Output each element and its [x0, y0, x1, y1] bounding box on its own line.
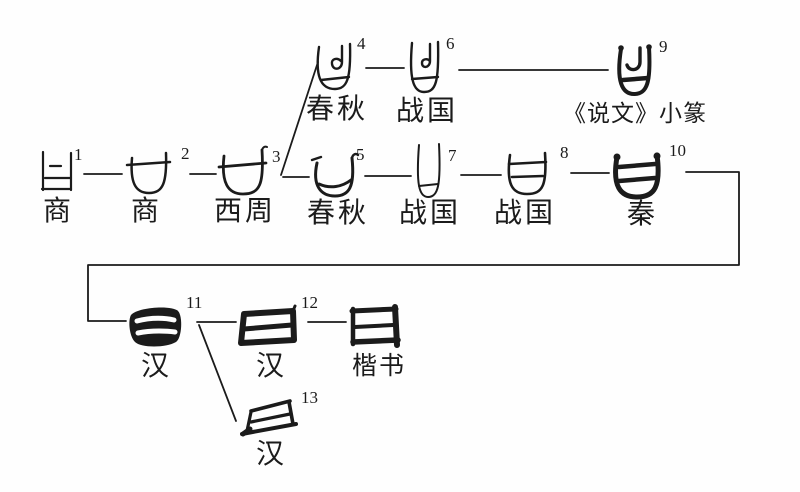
period-label-han-13: 汉 [255, 439, 285, 470]
glyph-number-1: 1 [74, 145, 83, 164]
period-label-xizhou: 西周 [213, 196, 277, 227]
period-label-zhanguo-7: 战国 [398, 198, 462, 229]
glyph-number-3: 3 [272, 147, 281, 166]
connector-11-13-diagonal [198, 324, 237, 422]
glyph-number-5: 5 [356, 145, 365, 164]
glyph-4-chunqiu [316, 42, 352, 91]
connector-lines [83, 61, 740, 422]
period-label-han-11: 汉 [140, 351, 170, 382]
glyph-5-chunqiu [310, 152, 360, 198]
glyph-9-xiaozhuan [617, 44, 652, 96]
period-label-chunqiu-5: 春秋 [306, 198, 370, 229]
glyph-1-shang [40, 150, 73, 192]
glyph-number-12: 12 [301, 293, 318, 312]
period-label-zhanguo-8: 战国 [493, 198, 557, 229]
glyph-10-qin [613, 152, 661, 200]
glyph-8-zhanguo [507, 151, 548, 196]
glyph-12-han [238, 304, 297, 346]
glyph-number-6: 6 [446, 34, 455, 53]
glyph-11-han [129, 307, 182, 347]
period-label-chunqiu-4: 春秋 [305, 94, 369, 125]
period-label-qin: 秦 [626, 199, 656, 230]
period-label-shang-2: 商 [130, 196, 160, 227]
glyph-number-7: 7 [448, 146, 457, 165]
period-label-zhanguo-6: 战国 [395, 96, 459, 127]
glyph-13-han [240, 399, 298, 437]
glyph-number-10: 10 [669, 141, 686, 160]
period-label-shuowen-xiaozhuan: 《说文》小篆 [563, 101, 707, 126]
period-label-kaishu: 楷书 [351, 353, 407, 380]
glyph-number-11: 11 [186, 293, 203, 312]
glyph-number-13: 13 [301, 388, 318, 407]
period-label-shang-1: 商 [42, 196, 72, 227]
connector-10-11-routed [87, 171, 740, 322]
connector-3-4-diagonal [280, 61, 319, 176]
glyph-3-xizhou [217, 145, 268, 196]
glyph-6-zhanguo [409, 40, 440, 94]
glyph-kaishu-yue [349, 304, 401, 348]
period-label-han-12: 汉 [255, 351, 285, 382]
glyph-number-9: 9 [659, 37, 668, 56]
glyph-number-8: 8 [560, 143, 569, 162]
glyph-2-shang [125, 151, 172, 195]
glyph-7-zhanguo [416, 143, 441, 198]
glyph-number-4: 4 [357, 34, 366, 53]
glyph-number-2: 2 [181, 144, 190, 163]
